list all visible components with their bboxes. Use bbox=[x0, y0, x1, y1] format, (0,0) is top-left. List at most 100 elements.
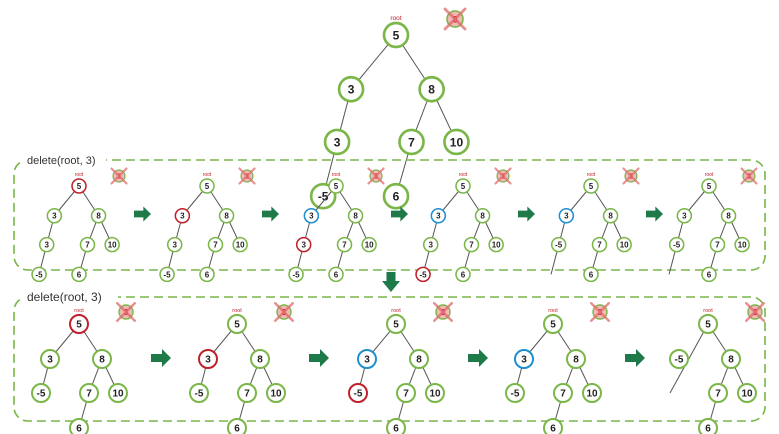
node-circle bbox=[514, 349, 534, 369]
node-value: 5 bbox=[461, 182, 466, 191]
node-value: 3 bbox=[521, 355, 527, 366]
tree-node-p1s5-n8: 8 bbox=[602, 207, 619, 224]
node-value: 7 bbox=[408, 135, 415, 149]
node-value: 7 bbox=[342, 241, 347, 250]
node-value: 10 bbox=[108, 241, 117, 250]
node-circle bbox=[295, 236, 312, 253]
tree-node-p1s1-n3b: 3 bbox=[38, 236, 55, 253]
tree-node-top-n7: 7 bbox=[398, 128, 425, 156]
tree-node-p1s6-n8: 8 bbox=[720, 207, 737, 224]
node-value: 10 bbox=[112, 389, 124, 400]
tree-node-p2s1-nm5: -5 bbox=[31, 383, 51, 403]
node-value: 3 bbox=[180, 212, 185, 221]
node-circle bbox=[382, 21, 410, 49]
node-value: 7 bbox=[560, 389, 566, 400]
deleted-key-badge: 3 bbox=[443, 7, 467, 31]
node-value: 8 bbox=[428, 83, 435, 97]
node-circle bbox=[386, 418, 406, 434]
node-circle bbox=[616, 236, 632, 253]
x-mark-line bbox=[367, 167, 385, 185]
node-value: -5 bbox=[163, 270, 171, 279]
node-value: 8 bbox=[224, 212, 229, 221]
node-value: 6 bbox=[705, 424, 711, 434]
root-label: root bbox=[390, 15, 402, 22]
tree-node-p1s2-nm5: -5 bbox=[159, 266, 175, 283]
node-circle bbox=[198, 349, 218, 369]
node-value: 6 bbox=[334, 270, 339, 279]
node-value: -5 bbox=[555, 241, 563, 250]
tree-node-p1s3-n8: 8 bbox=[347, 207, 364, 224]
node-value: 5 bbox=[393, 320, 399, 331]
node-circle bbox=[357, 349, 377, 369]
node-circle bbox=[463, 236, 480, 253]
node-circle bbox=[566, 349, 586, 369]
tree-node-p2s1-n8: 8 bbox=[92, 349, 112, 369]
node-value: -5 bbox=[354, 389, 363, 400]
crossed-out-key-icon: 3 bbox=[745, 302, 765, 322]
tree-node-p1s6-nm5: -5 bbox=[668, 236, 685, 253]
node-circle bbox=[227, 314, 247, 334]
node-value: 8 bbox=[726, 212, 731, 221]
node-circle bbox=[553, 383, 573, 403]
node-value: 10 bbox=[620, 241, 629, 250]
tree-node-p1s2-n10: 10 bbox=[232, 236, 248, 253]
node-value: 3 bbox=[52, 212, 57, 221]
node-circle bbox=[31, 266, 47, 283]
x-mark-line bbox=[110, 167, 128, 185]
node-value: 6 bbox=[707, 270, 712, 279]
node-value: 3 bbox=[309, 212, 314, 221]
crossed-out-key-icon: 3 bbox=[238, 167, 256, 185]
node-circle bbox=[227, 418, 247, 434]
node-value: 6 bbox=[205, 270, 210, 279]
node-value: -5 bbox=[195, 389, 204, 400]
tree-node-p1s1-n7: 7 bbox=[79, 236, 96, 253]
tree-node-p1s6-n7: 7 bbox=[709, 236, 726, 253]
root-label: root bbox=[75, 172, 84, 178]
node-circle bbox=[709, 236, 726, 253]
node-circle bbox=[422, 236, 439, 253]
tree-node-p2s4-n3: 3 bbox=[514, 349, 534, 369]
node-circle bbox=[382, 182, 410, 210]
right-arrow-icon bbox=[134, 206, 151, 222]
tree-node-p1s6-n6: 6 bbox=[701, 266, 717, 283]
node-circle bbox=[443, 128, 470, 156]
tree-node-p1s5-n7: 7 bbox=[591, 236, 608, 253]
node-circle bbox=[737, 383, 757, 403]
node-value: 8 bbox=[96, 212, 101, 221]
tree-node-p1s4-n6: 6 bbox=[455, 266, 471, 283]
tree-node-p2s3-nm5: -5 bbox=[348, 383, 368, 403]
node-circle bbox=[348, 383, 368, 403]
tree-node-p2s4-n6: 6 bbox=[543, 418, 563, 434]
node-circle bbox=[174, 207, 191, 224]
tree-node-p2s3-n3: 3 bbox=[357, 349, 377, 369]
x-mark-line bbox=[443, 7, 467, 31]
node-circle bbox=[104, 236, 120, 253]
node-circle bbox=[336, 236, 353, 253]
node-circle bbox=[31, 383, 51, 403]
panel-2-title-bg bbox=[22, 289, 118, 305]
crossed-out-key-icon: 3 bbox=[622, 167, 640, 185]
tree-node-p1s1-nm5: -5 bbox=[31, 266, 47, 283]
node-value: 7 bbox=[469, 241, 474, 250]
crossed-out-key-icon: 3 bbox=[110, 167, 128, 185]
node-circle bbox=[323, 128, 351, 156]
node-circle bbox=[288, 266, 304, 283]
node-value: 5 bbox=[77, 182, 82, 191]
node-circle bbox=[669, 349, 689, 369]
node-value: 6 bbox=[461, 270, 466, 279]
panel-1-steps: 5root383710-5635root383710-5635root38371… bbox=[31, 167, 758, 283]
node-circle bbox=[701, 178, 717, 194]
node-circle bbox=[218, 207, 235, 224]
tree-node-p1s5-n6: 6 bbox=[583, 266, 599, 283]
tree-node-top-n3: 3 bbox=[337, 75, 365, 103]
node-circle bbox=[71, 266, 87, 283]
crossed-out-key-icon: 3 bbox=[116, 302, 136, 322]
node-value: 10 bbox=[586, 389, 598, 400]
node-value: 8 bbox=[728, 355, 734, 366]
node-value: 10 bbox=[236, 241, 245, 250]
